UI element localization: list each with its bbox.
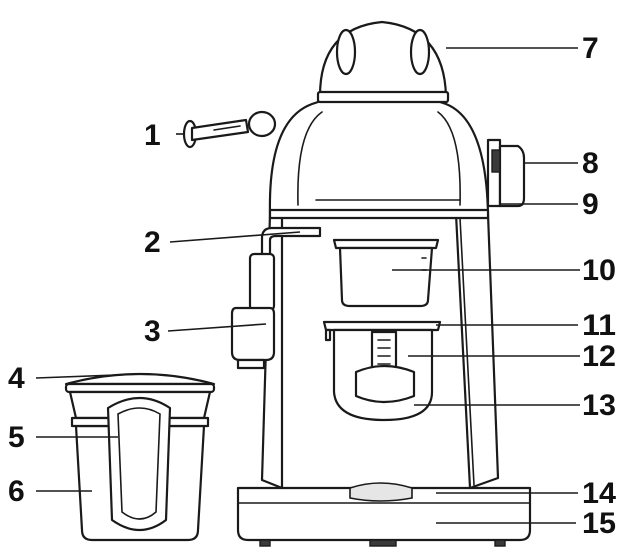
- nozzle-tip: [236, 358, 266, 370]
- carafe-gauge: [377, 339, 391, 365]
- callout-8: 8: [582, 147, 599, 180]
- callout-15: 15: [582, 507, 616, 540]
- foot-right: [494, 539, 506, 547]
- filter-basket: [338, 246, 434, 308]
- callout-10: 10: [582, 254, 616, 287]
- jug-lid-rim: [64, 382, 216, 394]
- callout-6: 6: [8, 475, 25, 508]
- steam-wand-grip: [248, 252, 276, 312]
- leader-2: [169, 231, 301, 243]
- control-knob: [498, 144, 526, 208]
- cap-slot-right: [409, 28, 431, 76]
- jug-handle: [106, 397, 172, 532]
- callout-7: 7: [582, 32, 599, 65]
- leader-3: [167, 323, 267, 332]
- base: [236, 486, 532, 542]
- holder-spout: [324, 328, 332, 342]
- froth-nozzle: [230, 306, 276, 362]
- callout-14: 14: [582, 477, 616, 510]
- leader-lines: [35, 47, 580, 524]
- measuring-spoon: [182, 110, 277, 149]
- carafe-handle: [354, 364, 416, 404]
- upper-housing: [268, 90, 490, 216]
- cap-rim: [316, 90, 450, 104]
- callout-12: 12: [582, 340, 616, 373]
- housing-highlight-left: [297, 111, 323, 206]
- callout-labels: 1 2 3 4 5 6 7 8 9 10 11 12 13 14 15: [8, 32, 616, 540]
- foot-mid: [369, 539, 397, 547]
- spoon-slot: [213, 125, 241, 131]
- machine-body: [230, 20, 532, 547]
- callout-13: 13: [582, 389, 616, 422]
- callout-9: 9: [582, 188, 599, 221]
- callout-2: 2: [144, 226, 161, 259]
- callout-3: 3: [144, 315, 161, 348]
- callout-4: 4: [8, 362, 25, 395]
- filter-rim: [332, 238, 440, 250]
- cap-slot-left: [335, 28, 357, 76]
- drip-tray-grip: [349, 482, 413, 502]
- callout-5: 5: [8, 421, 25, 454]
- foot-left: [259, 539, 271, 547]
- spoon-bowl: [247, 110, 277, 138]
- column-right-edge: [459, 217, 475, 486]
- callout-11: 11: [582, 309, 616, 342]
- leader-4: [35, 373, 143, 379]
- knob-indicator: [491, 149, 501, 173]
- milk-jug: [64, 372, 216, 542]
- spoon-handle: [190, 118, 250, 142]
- housing-rim: [268, 208, 490, 220]
- jug-lid: [64, 372, 216, 386]
- callout-1: 1: [144, 119, 161, 152]
- holder-rim: [322, 320, 442, 332]
- housing-highlight-right: [437, 111, 461, 206]
- jug-handle-inner: [117, 407, 161, 520]
